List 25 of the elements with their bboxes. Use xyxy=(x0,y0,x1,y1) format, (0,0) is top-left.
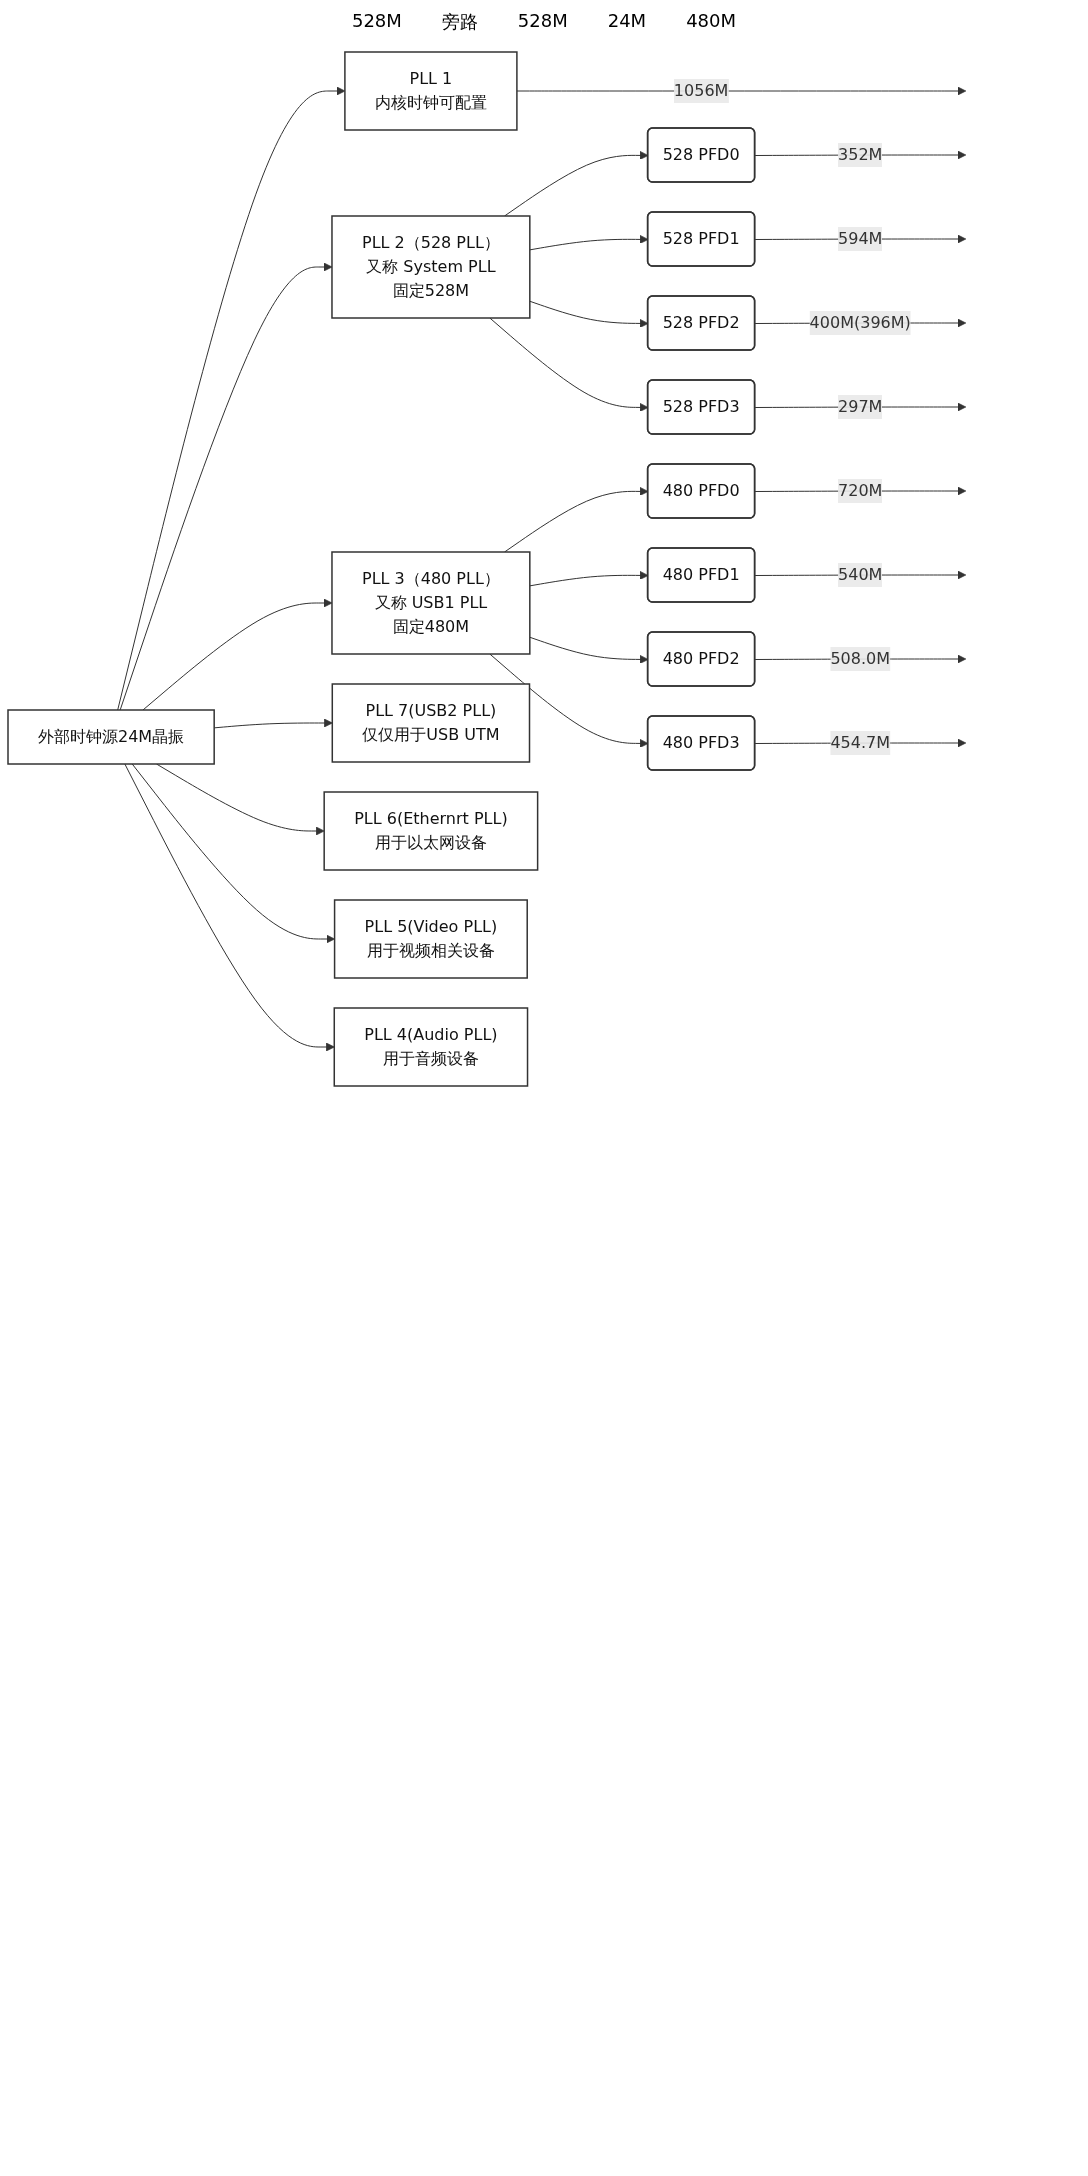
node-box: PLL 4(Audio PLL) 用于音频设备 xyxy=(333,1007,529,1087)
edge-label: 352M xyxy=(838,145,883,164)
arrow xyxy=(131,763,335,944)
arrow xyxy=(124,763,335,1052)
edge-label: 400M(396M) xyxy=(809,313,911,332)
edge-label: 297M xyxy=(838,397,883,416)
edge-label: 720M xyxy=(838,481,883,500)
node-box: PLL 6(Ethernrt PLL) 用于以太网设备 xyxy=(323,791,539,871)
edge-label: 1056M xyxy=(673,81,729,100)
arrow xyxy=(156,763,325,836)
note-text: 480M xyxy=(686,10,737,33)
edge-label: 594M xyxy=(838,229,883,248)
note-text: 528M xyxy=(351,10,402,33)
note-text: 旁路 xyxy=(441,10,478,34)
node-box: PLL 1 内核时钟可配置 xyxy=(344,51,518,131)
node-box: PLL 5(Video PLL) 用于视频相关设备 xyxy=(333,899,528,979)
node-box: PLL 2（528 PLL） 又称 System PLL 固定528M xyxy=(331,215,531,319)
edge-label: 540M xyxy=(838,565,883,584)
node-box: PLL 7(USB2 PLL) 仅仅用于USB UTM xyxy=(331,683,531,763)
node-box: PLL 3（480 PLL） 又称 USB1 PLL 固定480M xyxy=(331,551,531,655)
edge-label: 508.0M xyxy=(830,649,890,668)
node-box: 外部时钟源24M晶振 xyxy=(7,709,215,765)
note-text: 24M xyxy=(607,10,647,33)
edge-label: 454.7M xyxy=(830,733,890,752)
note-text: 528M xyxy=(517,10,568,33)
